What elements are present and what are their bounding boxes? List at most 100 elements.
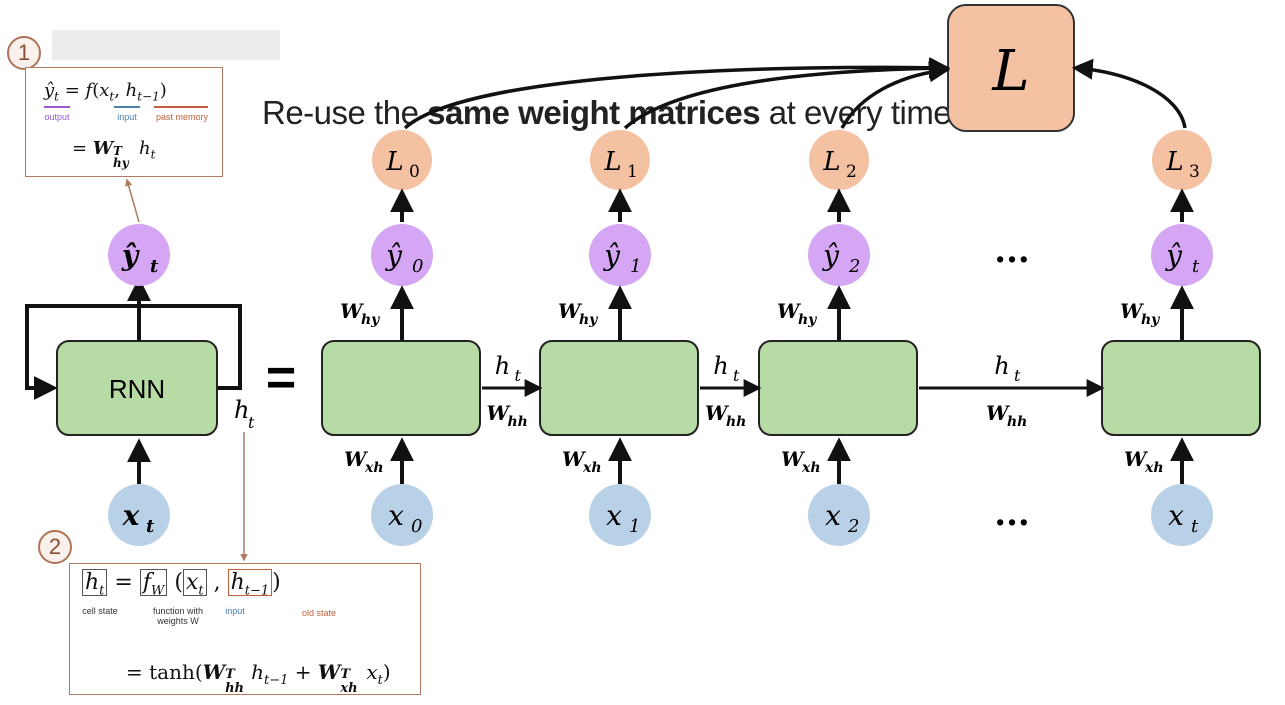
- hidden-2-sub: t: [1014, 366, 1021, 385]
- step-3-input-label: x: [1168, 499, 1184, 532]
- step-1-why-label: W: [558, 299, 583, 323]
- arrow-L1: [623, 57, 951, 130]
- output-equation-note: ŷt = f(xt, ht−1) output input past memor…: [25, 67, 223, 177]
- step-0-wxh-label-sub: xh: [364, 460, 384, 476]
- function-caption: function with weights W: [152, 606, 204, 626]
- equals-sign: =: [266, 349, 296, 407]
- hidden-1-whh-sub: hh: [726, 414, 746, 430]
- step-1-why-label-sub: hy: [579, 312, 598, 328]
- step-0-cell: [321, 340, 481, 436]
- step-2-output-node: [808, 224, 870, 286]
- folded-input-node: [108, 484, 170, 546]
- step-3-why-label: W: [1120, 299, 1145, 323]
- note2-line1: ht = fW (xt , ht−1): [82, 569, 281, 598]
- folded-output-label: ŷ: [121, 239, 140, 272]
- folded-state-label: h: [234, 396, 249, 424]
- output-caption: output: [44, 112, 70, 122]
- rnn-cell: [56, 340, 218, 436]
- step-badge-2: 2: [38, 530, 72, 564]
- step-2-loss-node: [809, 130, 869, 190]
- hidden-2-label: h: [994, 352, 1009, 380]
- arrow-L2: [840, 61, 951, 129]
- step-1-loss-node: [590, 130, 650, 190]
- step-2-input-node: [808, 484, 870, 546]
- folded-state-sub: t: [248, 413, 255, 432]
- redacted-bar: [52, 30, 280, 60]
- step-0-output-label: ŷ: [384, 239, 403, 272]
- step-3-wxh-label-sub: xh: [1144, 460, 1164, 476]
- total-loss-label: L: [991, 39, 1029, 104]
- step-3-loss-node: [1152, 130, 1212, 190]
- folded-input-sub: t: [146, 516, 155, 537]
- step-0-output-node: [371, 224, 433, 286]
- step-1-output-label: ŷ: [602, 239, 621, 272]
- output-underline: [44, 106, 70, 108]
- folded-rnn: RNN ŷ t x t h t =: [25, 224, 296, 546]
- step-1-output-node: [589, 224, 651, 286]
- step-2-cell: [758, 340, 918, 436]
- input-caption-2: input: [225, 606, 245, 616]
- step-2-input-label: x: [825, 499, 841, 532]
- step-1-wxh-label: W: [562, 447, 587, 471]
- state-equation-note: ht = fW (xt , ht−1) cell state function …: [69, 563, 421, 696]
- step-1-loss-label: L: [603, 147, 621, 177]
- input-caption: input: [117, 112, 137, 122]
- hidden-1-whh-label: W: [705, 401, 730, 425]
- hidden-0-label: h: [495, 352, 510, 380]
- arrow-L0: [403, 57, 951, 130]
- step-2-loss-sub: 2: [846, 162, 857, 182]
- arrow-L3: [1071, 58, 1187, 129]
- step-2-input-sub: 2: [847, 516, 859, 537]
- step-0-output-sub: 0: [412, 256, 423, 277]
- note1-line1: ŷt = f(xt, ht−1): [44, 80, 167, 104]
- step-0-loss-node: [372, 130, 432, 190]
- step-3-input-node: [1151, 484, 1213, 546]
- step-3-wxh-label: W: [1124, 447, 1149, 471]
- step-3-loss-sub: 3: [1189, 162, 1200, 182]
- folded-output-node: [108, 224, 170, 286]
- step-1-input-label: x: [606, 499, 622, 532]
- cell-caption: cell state: [82, 606, 118, 616]
- step-3-output-label: ŷ: [1164, 239, 1183, 272]
- step-1-output-sub: 1: [630, 256, 641, 277]
- hidden-0-whh-label: W: [487, 401, 512, 425]
- hidden-2-whh-label: W: [986, 401, 1011, 425]
- step-3-input-sub: t: [1191, 516, 1199, 537]
- step-3-why-label-sub: hy: [1141, 312, 1160, 328]
- step-3-output-sub: t: [1192, 256, 1200, 277]
- step-2-why-label-sub: hy: [798, 312, 817, 328]
- step-0-why-label-sub: hy: [361, 312, 380, 328]
- step-2-output-label: ŷ: [821, 239, 840, 272]
- hidden-0-whh-sub: hh: [508, 414, 528, 430]
- step-1-loss-sub: 1: [627, 162, 638, 182]
- step-1-wxh-label-sub: xh: [582, 460, 602, 476]
- step-2-loss-label: L: [822, 147, 840, 177]
- step-0-loss-sub: 0: [409, 162, 420, 182]
- rnn-cell-label: RNN: [109, 374, 165, 404]
- title-prefix: Re-use the: [262, 94, 428, 131]
- step-2-wxh-label-sub: xh: [801, 460, 821, 476]
- step-3-loss-label: L: [1165, 147, 1183, 177]
- step-2-why-label: W: [777, 299, 802, 323]
- step-2-wxh-label: W: [781, 447, 806, 471]
- step-badge-1: 1: [7, 36, 41, 70]
- step-0-wxh-label: W: [344, 447, 369, 471]
- step-0-input-node: [371, 484, 433, 546]
- folded-input-label: x: [122, 499, 140, 532]
- step-0-why-label: W: [340, 299, 365, 323]
- memory-caption: past memory: [155, 112, 208, 122]
- recurrent-loop-right: [139, 304, 242, 390]
- hidden-0-sub: t: [515, 366, 522, 385]
- step-2-output-sub: 2: [848, 256, 860, 277]
- ellipsis-outputs: ...: [994, 231, 1030, 271]
- step-0-input-label: x: [388, 499, 404, 532]
- step-1-input-node: [589, 484, 651, 546]
- hidden-1-sub: t: [733, 366, 740, 385]
- memory-underline: [154, 106, 208, 108]
- step-3-cell: [1101, 340, 1261, 436]
- note1-pointer: [125, 178, 140, 223]
